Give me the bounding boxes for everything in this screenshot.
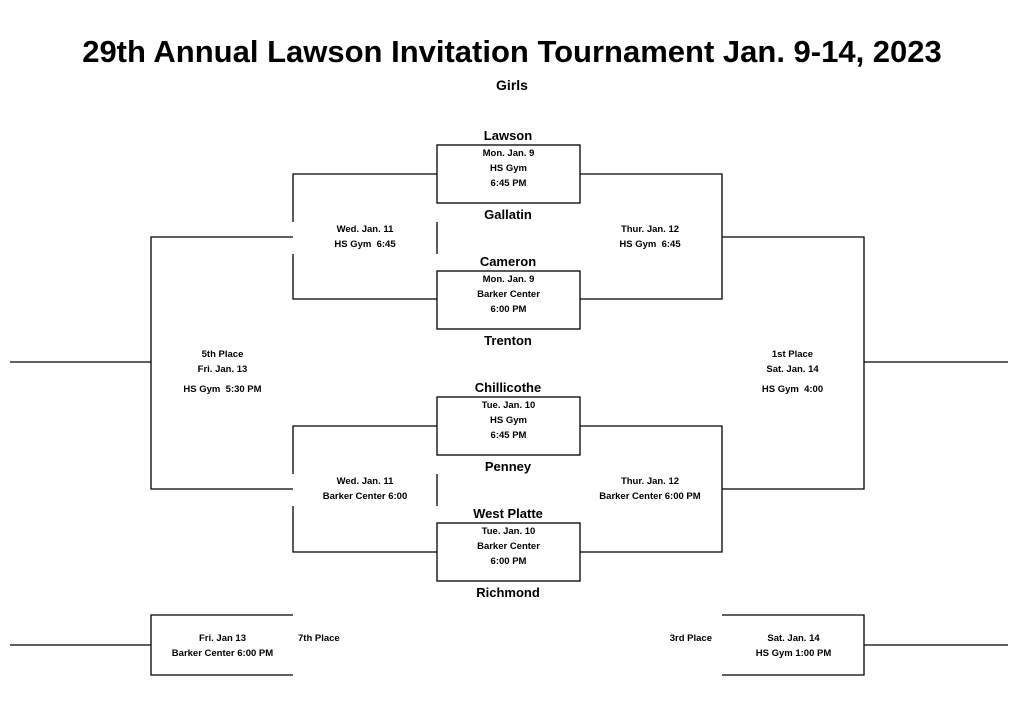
semifinal-bottom-info: Thur. Jan. 12 Barker Center 6:00 PM	[585, 474, 715, 504]
team-gallatin: Gallatin	[484, 207, 532, 222]
consolation-top-info: Wed. Jan. 11 HS Gym 6:45	[300, 222, 430, 252]
page-subtitle: Girls	[496, 77, 528, 93]
game-1-info: Mon. Jan. 9 HS Gym 6:45 PM	[437, 146, 580, 191]
team-cameron: Cameron	[479, 254, 537, 269]
game-2-info: Mon. Jan. 9 Barker Center 6:00 PM	[437, 272, 580, 317]
team-chillicothe: Chillicothe	[474, 380, 542, 395]
team-west-platte: West Platte	[473, 506, 543, 521]
fifth-place-label: 5th Place	[201, 349, 244, 360]
game-3-venue: HS Gym	[490, 415, 527, 426]
seventh-place-info: Fri. Jan 13 Barker Center 6:00 PM	[155, 631, 290, 661]
consolation-bottom-date: Wed. Jan. 11	[336, 476, 394, 487]
game-box-2	[436, 270, 581, 330]
game-1-time: 6:45 PM	[490, 178, 527, 189]
game-1-venue: HS Gym	[490, 163, 527, 174]
seventh-place-date: Fri. Jan 13	[199, 633, 246, 644]
semifinal-top-venue: HS Gym 6:45	[619, 239, 681, 250]
team-penney: Penney	[484, 459, 532, 474]
consolation-top-bracket	[292, 173, 437, 300]
game-3-info: Tue. Jan. 10 HS Gym 6:45 PM	[437, 398, 580, 443]
consolation-top-date: Wed. Jan. 11	[336, 224, 394, 235]
third-place-info: Sat. Jan. 14 HS Gym 1:00 PM	[726, 631, 861, 661]
seventh-place-label: 7th Place	[298, 633, 340, 644]
consolation-bottom-info: Wed. Jan. 11 Barker Center 6:00	[300, 474, 430, 504]
semifinal-bottom-date: Thur. Jan. 12	[620, 476, 680, 487]
team-richmond: Richmond	[476, 585, 540, 600]
consolation-bottom-bracket	[292, 425, 437, 553]
page-title: 29th Annual Lawson Invitation Tournament…	[82, 34, 942, 69]
championship-bracket	[722, 236, 865, 490]
game-4-date: Tue. Jan. 10	[481, 526, 536, 537]
consolation-bottom-venue: Barker Center 6:00	[322, 491, 408, 502]
game-1-date: Mon. Jan. 9	[482, 148, 535, 159]
game-2-time: 6:00 PM	[490, 304, 527, 315]
first-place-info: 1st Place Sat. Jan. 14 HS Gym 4:00	[730, 347, 855, 397]
fifth-place-info: 5th Place Fri. Jan. 13 HS Gym 5:30 PM	[160, 347, 285, 397]
first-place-venue: HS Gym 4:00	[761, 384, 824, 395]
seventh-place-venue: Barker Center 6:00 PM	[171, 648, 274, 659]
team-trenton: Trenton	[484, 333, 532, 348]
fifth-place-bracket	[150, 236, 293, 490]
game-3-time: 6:45 PM	[490, 430, 527, 441]
game-2-venue: Barker Center	[477, 289, 540, 300]
semifinal-bottom-venue: Barker Center 6:00 PM	[599, 491, 701, 502]
team-lawson: Lawson	[483, 128, 533, 143]
game-4-info: Tue. Jan. 10 Barker Center 6:00 PM	[437, 524, 580, 569]
third-place-venue: HS Gym 1:00 PM	[755, 648, 832, 659]
third-place-date: Sat. Jan. 14	[767, 633, 820, 644]
game-2-date: Mon. Jan. 9	[482, 274, 535, 285]
fifth-place-date: Fri. Jan. 13	[197, 364, 248, 375]
game-4-venue: Barker Center	[477, 541, 540, 552]
consolation-top-venue: HS Gym 6:45	[334, 239, 396, 250]
first-place-date: Sat. Jan. 14	[766, 364, 819, 375]
third-place-label: 3rd Place	[669, 633, 712, 644]
first-place-label: 1st Place	[771, 349, 814, 360]
semifinal-top-date: Thur. Jan. 12	[620, 224, 680, 235]
semifinal-top-info: Thur. Jan. 12 HS Gym 6:45	[585, 222, 715, 252]
fifth-place-venue: HS Gym 5:30 PM	[183, 384, 262, 395]
game-4-time: 6:00 PM	[490, 556, 527, 567]
game-3-date: Tue. Jan. 10	[481, 400, 536, 411]
